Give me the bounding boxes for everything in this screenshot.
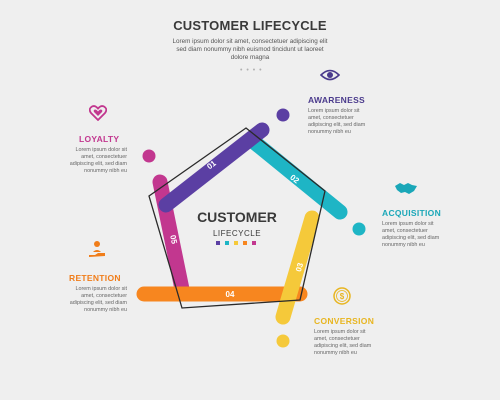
center-subtitle: LIFECYCLE xyxy=(213,229,261,238)
eye-icon xyxy=(319,65,341,87)
step-bar-01 xyxy=(158,122,270,213)
stage-awareness-label: AWARENESS xyxy=(308,95,366,105)
stage-conversion-label: CONVERSION xyxy=(314,316,375,326)
stage-acquisition-desc: Lorem ipsum dolor sit amet, consectetuer… xyxy=(382,221,440,248)
stage-conversion-desc: Lorem ipsum dolor sit amet, consectetuer… xyxy=(314,329,372,356)
page-subtitle: Lorem ipsum dolor sit amet, consectetuer… xyxy=(172,38,328,61)
stage-acquisition-label: ACQUISITION xyxy=(382,208,442,218)
center-title: CUSTOMER xyxy=(197,209,277,225)
stage-retention-label: RETENTION xyxy=(69,273,121,283)
svg-text:$: $ xyxy=(340,292,345,301)
stage-loyalty: LOYALTY Lorem ipsum dolor sit amet, cons… xyxy=(27,134,127,175)
stage-conversion: CONVERSION Lorem ipsum dolor sit amet, c… xyxy=(314,316,414,357)
stage-awareness: AWARENESS Lorem ipsum dolor sit amet, co… xyxy=(308,95,408,136)
step-dot-05 xyxy=(142,149,156,163)
hand-person-icon xyxy=(88,240,106,263)
handshake-icon xyxy=(394,180,418,201)
step-number-03: 03 xyxy=(294,261,305,273)
decorative-dots: • • • • xyxy=(240,67,263,74)
heart-icon xyxy=(88,105,108,126)
step-dot-03 xyxy=(276,334,290,348)
step-bar-02 xyxy=(246,134,348,220)
stage-loyalty-desc: Lorem ipsum dolor sit amet, consectetuer… xyxy=(69,147,127,174)
step-number-05: 05 xyxy=(168,234,179,245)
step-number-04: 04 xyxy=(226,290,235,299)
pentagon-outline xyxy=(148,127,326,309)
step-dot-02 xyxy=(352,222,366,236)
stage-retention-desc: Lorem ipsum dolor sit amet, consectetuer… xyxy=(69,286,127,313)
stage-retention: RETENTION Lorem ipsum dolor sit amet, co… xyxy=(27,273,127,314)
dollar-coin-icon: $ xyxy=(333,287,351,310)
stage-acquisition: ACQUISITION Lorem ipsum dolor sit amet, … xyxy=(382,208,482,249)
center-color-squares xyxy=(216,241,256,245)
page-title: CUSTOMER LIFECYCLE xyxy=(173,18,327,33)
stage-awareness-desc: Lorem ipsum dolor sit amet, consectetuer… xyxy=(308,108,366,135)
stage-loyalty-label: LOYALTY xyxy=(79,134,120,144)
step-dot-01 xyxy=(276,108,290,122)
